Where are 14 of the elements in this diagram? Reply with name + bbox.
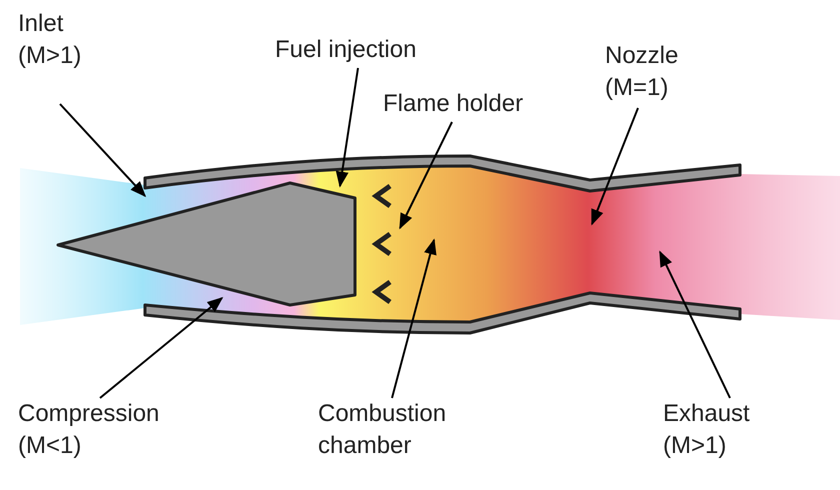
- leader-line: [59, 103, 146, 198]
- leader-line: [399, 122, 453, 230]
- leader-line: [99, 296, 224, 399]
- leader-line: [659, 250, 731, 398]
- leader-line: [591, 108, 639, 226]
- leader-line: [336, 68, 359, 188]
- callout-label: Nozzle (M=1): [605, 40, 695, 104]
- callout-label: Inlet (M>1): [18, 8, 98, 72]
- callout-label: Exhaust (M>1): [663, 398, 773, 462]
- callout-label: Flame holder: [383, 88, 573, 120]
- callout-label: Fuel injection: [275, 34, 475, 66]
- callout-label: Combustion chamber: [318, 398, 488, 462]
- leader-line: [391, 238, 436, 398]
- callout-label: Compression (M<1): [18, 398, 218, 462]
